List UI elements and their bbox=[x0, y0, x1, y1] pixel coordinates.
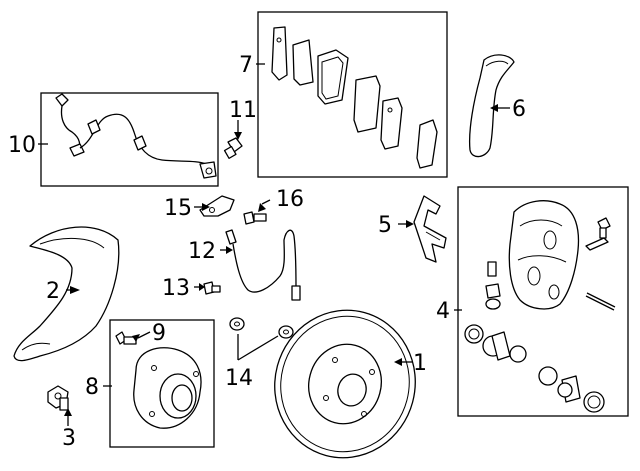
callout-16[interactable]: 16 bbox=[276, 187, 304, 212]
splash-shield-part[interactable] bbox=[13, 226, 120, 362]
hub-bearing-box bbox=[109, 319, 215, 448]
callout-4[interactable]: 4 bbox=[436, 299, 450, 324]
leader-16-arrow bbox=[258, 203, 266, 212]
abs-sensor-harness-part[interactable] bbox=[55, 93, 217, 179]
leader-12-arrow bbox=[226, 246, 233, 254]
sensor-bolt-part[interactable] bbox=[223, 137, 243, 159]
callout-14[interactable]: 14 bbox=[225, 366, 253, 391]
caliper-part[interactable] bbox=[464, 200, 616, 413]
sensor-harness-box bbox=[40, 92, 219, 187]
rotor-part[interactable] bbox=[258, 294, 432, 471]
leader-15-arrow bbox=[202, 203, 210, 211]
leader-13-arrow bbox=[199, 283, 205, 291]
callout-6[interactable]: 6 bbox=[512, 97, 526, 122]
callout-1[interactable]: 1 bbox=[413, 351, 427, 376]
leader-14 bbox=[237, 334, 279, 361]
callout-7[interactable]: 7 bbox=[239, 53, 253, 78]
callout-13[interactable]: 13 bbox=[162, 276, 190, 301]
leader-9-arrow bbox=[132, 334, 140, 342]
shield-bolt-part[interactable] bbox=[47, 385, 69, 411]
brake-pads-part[interactable] bbox=[271, 26, 438, 169]
leader-1-arrow bbox=[394, 358, 402, 366]
callout-3[interactable]: 3 bbox=[62, 426, 76, 451]
caliper-cover-part[interactable] bbox=[468, 54, 515, 158]
callout-12[interactable]: 12 bbox=[188, 239, 216, 264]
hub-bolt-part[interactable] bbox=[115, 331, 137, 345]
leader-9 bbox=[137, 331, 151, 339]
hub-bearing-part[interactable] bbox=[133, 347, 202, 429]
leader-6-arrow bbox=[490, 104, 498, 112]
hose-bolt-part[interactable] bbox=[243, 211, 267, 225]
brake-hose-part[interactable] bbox=[225, 229, 301, 301]
leader-3-arrow bbox=[64, 408, 72, 416]
leader-2-arrow bbox=[70, 286, 80, 294]
washers-part[interactable] bbox=[229, 317, 294, 339]
pad-clip-part[interactable] bbox=[413, 195, 447, 263]
callout-9[interactable]: 9 bbox=[152, 321, 166, 346]
callout-5[interactable]: 5 bbox=[378, 213, 392, 238]
caliper-assembly-box bbox=[457, 186, 629, 417]
leader-16 bbox=[261, 199, 271, 205]
bleeder-bolt-part[interactable] bbox=[203, 281, 221, 295]
callout-15[interactable]: 15 bbox=[164, 196, 192, 221]
leader-5-arrow bbox=[406, 220, 414, 228]
pad-kit-box bbox=[257, 11, 448, 178]
callout-11[interactable]: 11 bbox=[229, 98, 257, 123]
leader-11-arrow bbox=[234, 132, 242, 140]
callout-2[interactable]: 2 bbox=[46, 279, 60, 304]
callout-10[interactable]: 10 bbox=[8, 133, 36, 158]
bracket-part[interactable] bbox=[199, 195, 235, 217]
callout-8[interactable]: 8 bbox=[85, 375, 99, 400]
